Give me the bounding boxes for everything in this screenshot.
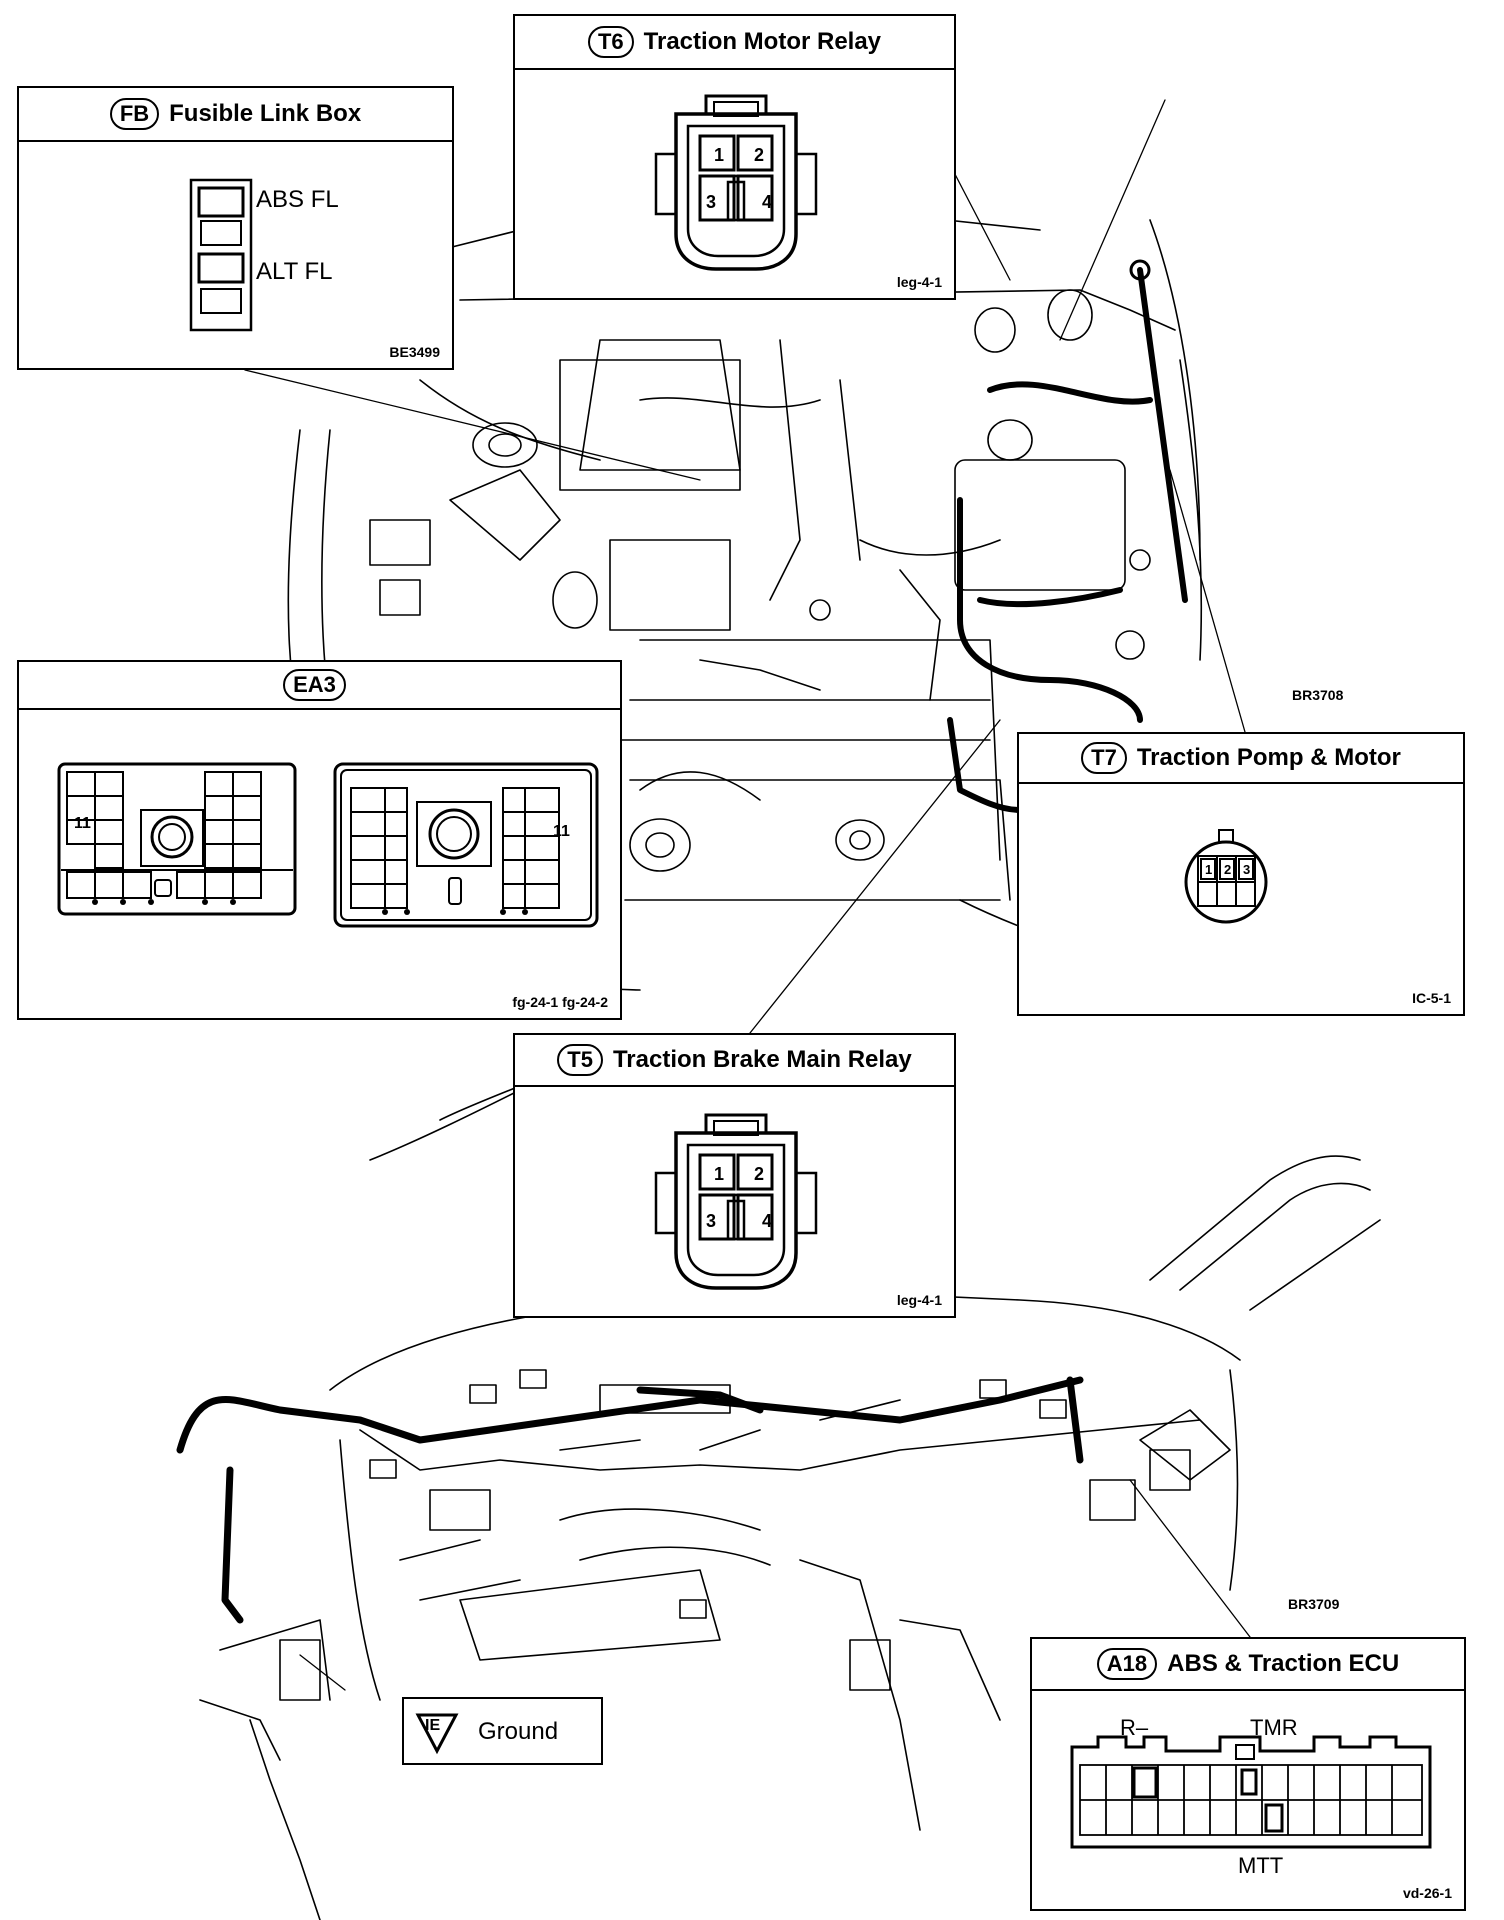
connector-a18-box: A18 ABS & Traction ECU R– TMR MTT vd-26-… (1030, 1637, 1466, 1911)
t5-pin-3: 3 (706, 1211, 717, 1231)
t6-pin-3: 3 (706, 192, 717, 212)
ground-label: Ground (478, 1718, 559, 1745)
connector-t6-title: Traction Motor Relay (643, 28, 882, 55)
t5-pin-1: 1 (714, 1164, 725, 1184)
ground-box: IE Ground (402, 1697, 603, 1765)
t7-pin-2: 2 (1224, 862, 1232, 877)
connector-t7-code: T7 (1081, 742, 1127, 774)
t7-pin-1: 1 (1205, 862, 1213, 877)
connector-t6-header: T6 Traction Motor Relay (515, 16, 954, 70)
t6-pin-1: 1 (714, 145, 725, 165)
figure-ref-engine: BR3708 (1292, 687, 1344, 703)
abs-fl-label: ABS FL (256, 186, 339, 213)
connector-fb-box: FB Fusible Link Box ABS FL ALT FL BE3499 (17, 86, 454, 370)
connector-fb-header: FB Fusible Link Box (19, 88, 452, 142)
connector-ea3-code: EA3 (283, 669, 346, 701)
dash-harness (176, 1376, 1084, 1624)
connector-a18-ref: vd-26-1 (1402, 1885, 1452, 1901)
alt-fl-label: ALT FL (256, 258, 333, 285)
connector-t7-title: Traction Pomp & Motor (1136, 744, 1401, 771)
connector-t5-header: T5 Traction Brake Main Relay (515, 1035, 954, 1087)
t6-pin-4: 4 (762, 192, 773, 212)
engine-harness (947, 267, 1188, 813)
connector-a18-header: A18 ABS & Traction ECU (1032, 1639, 1464, 1691)
figure-ref-dash: BR3709 (1288, 1596, 1340, 1612)
connector-t6-box: T6 Traction Motor Relay 1 2 3 4 leg-4-1 (513, 14, 956, 300)
connector-a18-title: ABS & Traction ECU (1167, 1650, 1400, 1677)
ground-triangle-icon (415, 1713, 459, 1755)
connector-t7-header: T7 Traction Pomp & Motor (1019, 734, 1463, 784)
pump-connector-icon (1184, 829, 1268, 924)
connector-ea3-box: EA3 (17, 660, 622, 1020)
connector-t7-box: T7 Traction Pomp & Motor 1 2 3 IC-5-1 (1017, 732, 1465, 1016)
connector-t5-ref: leg-4-1 (896, 1292, 942, 1308)
connector-t5-box: T5 Traction Brake Main Relay 1 2 3 4 leg… (513, 1033, 956, 1318)
connector-a18-code: A18 (1096, 1648, 1158, 1680)
connector-fb-title: Fusible Link Box (169, 100, 362, 127)
t6-pin-2: 2 (754, 145, 765, 165)
a18-pin-mtt-label: MTT (1238, 1853, 1284, 1878)
connector-t5-code: T5 (557, 1044, 603, 1076)
ecu-connector-icon (1070, 1735, 1432, 1849)
fusible-link-box-icon (189, 178, 253, 332)
t5-pin-4: 4 (762, 1211, 773, 1231)
ea3-connector-right-icon (333, 762, 599, 928)
relay-connector-icon (654, 1113, 818, 1290)
t5-pin-2: 2 (754, 1164, 765, 1184)
ea3-left-pin-11: 11 (74, 815, 91, 832)
connector-ea3-header: EA3 (19, 662, 620, 710)
connector-t6-code: T6 (587, 26, 634, 58)
leader-lines (244, 99, 1251, 1691)
ea3-right-pin-11: 11 (553, 823, 570, 840)
relay-connector-icon (654, 94, 818, 271)
connector-ea3-ref: fg-24-1 fg-24-2 (512, 994, 608, 1010)
connector-t5-title: Traction Brake Main Relay (612, 1046, 912, 1073)
t7-pin-3: 3 (1243, 862, 1251, 877)
connector-fb-ref: BE3499 (389, 344, 440, 360)
connector-t6-ref: leg-4-1 (896, 274, 942, 290)
ground-symbol-label: IE (425, 1717, 441, 1734)
connector-t7-ref: IC-5-1 (1412, 990, 1451, 1006)
ea3-connector-left-icon (57, 762, 297, 916)
connector-fb-code: FB (109, 98, 160, 130)
